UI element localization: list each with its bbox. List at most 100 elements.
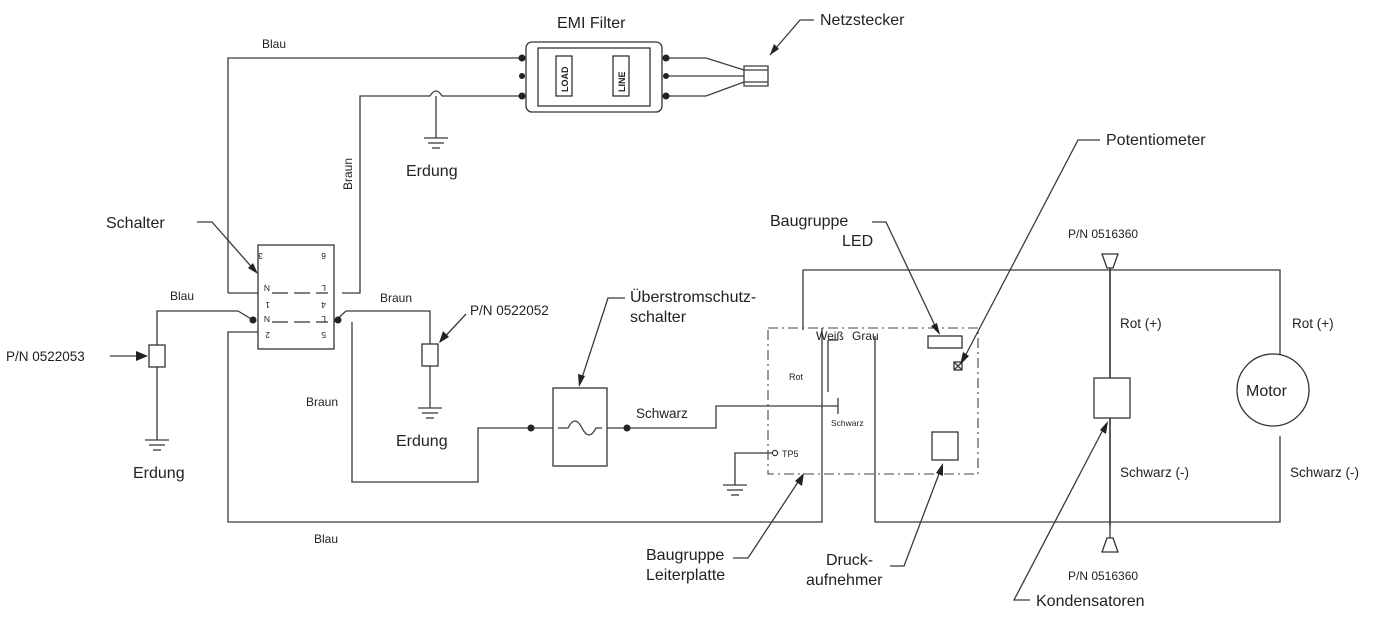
potentiometer-pointer-arrowhead	[960, 352, 969, 365]
wire-label-braun-right: Braun	[380, 291, 412, 305]
pressure-sensor-box	[931, 431, 959, 461]
switch-pin: 3	[258, 251, 263, 261]
emi-terminal	[662, 92, 670, 100]
grau-label: Grau	[852, 329, 879, 343]
wire-top-rail	[802, 269, 1281, 365]
switch-terminal	[334, 316, 342, 324]
circuit-breaker-fuse-symbol	[558, 420, 602, 436]
part-0522052: P/N 0522052	[421, 303, 549, 367]
switch-pin: 1	[265, 300, 270, 310]
emi-line-label: LINE	[617, 71, 627, 92]
breaker-pointer-line	[579, 297, 625, 385]
erdung-label-top: Erdung	[406, 163, 458, 180]
switch-pin: 5	[321, 330, 326, 340]
pcb-pointer-arrowhead	[795, 473, 804, 486]
pn-0522053-label: P/N 0522053	[6, 349, 85, 364]
wire-braun-emi	[342, 90, 522, 294]
emi-filter-title: EMI Filter	[557, 15, 626, 32]
wires	[156, 57, 1281, 526]
breaker-pointer-arrowhead	[578, 374, 585, 387]
switch-pin: N	[264, 314, 270, 324]
motor: Motor	[1236, 353, 1310, 427]
netzstecker-label: Netzstecker	[820, 12, 905, 29]
plug-pointer-arrowhead	[770, 44, 779, 55]
switch-pin: N	[264, 283, 270, 293]
switch-pin: L	[321, 283, 326, 293]
wire-blau-top	[227, 57, 522, 293]
pcb-pointer-line	[733, 475, 803, 559]
wire-tp5-ground	[734, 452, 772, 485]
schalter-pointer-arrowhead	[248, 263, 258, 274]
wire-braun-right	[333, 310, 431, 344]
wire-label-rot-motor: Rot (+)	[1292, 316, 1334, 331]
switch: 3 6 N 1 L 4 N 2 L 5 Schalter	[106, 215, 342, 350]
potentiometer-pointer-line	[961, 139, 1100, 363]
plug-pointer-line	[769, 19, 814, 56]
wire-blau-bottom	[227, 328, 823, 523]
emi-filter-body	[537, 47, 651, 107]
pn-0522052-label: P/N 0522052	[470, 303, 549, 318]
schalter-label: Schalter	[106, 215, 165, 232]
emi-terminal	[518, 92, 526, 100]
pn-0516360-top-label: P/N 0516360	[1068, 227, 1138, 241]
pcb-assembly: Weiß Grau Rot Schwarz TP5 Baugruppe Leit…	[646, 327, 979, 584]
pcb-outline	[767, 327, 979, 475]
weiss-label: Weiß	[816, 329, 844, 343]
pressure-sensor-callout: Druck- aufnehmer	[806, 463, 943, 589]
potentiometer-label: Potentiometer	[1106, 132, 1206, 149]
motor-label: Motor	[1246, 383, 1288, 400]
kondensator-pointer-line	[1012, 423, 1107, 601]
wire-label-braun-lower: Braun	[306, 395, 338, 409]
motor-circle	[1236, 353, 1310, 427]
baugruppe-led-label-2: LED	[842, 233, 873, 250]
power-plug: Netzstecker	[743, 12, 905, 87]
wire-labels: Blau Braun Blau Braun Braun Schwarz Blau…	[170, 37, 1359, 546]
ground-symbol-left	[145, 439, 169, 451]
kondensator-pointer-arrowhead	[1100, 421, 1108, 434]
ground-symbol-emi	[424, 137, 448, 149]
erdung-label-mid: Erdung	[396, 433, 448, 450]
circuit-breaker-terminal	[527, 424, 535, 432]
wire-emi-plug	[666, 57, 768, 71]
capacitors: P/N 0516360 P/N 0516360 Kondensatoren	[1012, 227, 1145, 610]
emi-terminal	[519, 73, 525, 79]
part-0522053: P/N 0522053	[6, 344, 166, 368]
led-callout: Baugruppe LED	[770, 213, 940, 335]
capacitor-box	[1093, 377, 1131, 419]
part-0522053-box	[148, 344, 166, 368]
wire-label-schwarz-motor: Schwarz (-)	[1290, 465, 1359, 480]
schwarz-small-label: Schwarz	[831, 418, 864, 428]
capacitor-top-connector	[1101, 253, 1119, 269]
wire-label-blau-top: Blau	[262, 37, 286, 51]
emi-line-box	[612, 55, 630, 97]
wire-label-rot-cap: Rot (+)	[1120, 316, 1162, 331]
pn-0516360-bottom-label: P/N 0516360	[1068, 569, 1138, 583]
led-box	[927, 335, 963, 349]
wire-schwarz	[607, 405, 838, 429]
wire-label-schwarz-cap: Schwarz (-)	[1120, 465, 1189, 480]
druck-label-2: aufnehmer	[806, 572, 883, 589]
emi-load-box	[555, 55, 573, 97]
ground-symbol-tp5	[723, 484, 747, 496]
kondensatoren-label: Kondensatoren	[1036, 593, 1145, 610]
rot-label: Rot	[789, 372, 804, 382]
emi-load-label: LOAD	[560, 66, 570, 92]
wire-braun-to-breaker	[351, 322, 553, 483]
baugruppe-led-label-1: Baugruppe	[770, 213, 848, 230]
switch-terminal	[249, 316, 257, 324]
tp5-terminal	[771, 449, 779, 457]
switch-body	[257, 244, 335, 350]
wire-label-braun-vertical: Braun	[341, 158, 355, 190]
circuit-breaker-terminal	[623, 424, 631, 432]
ueberstrom-label-1: Überstromschutz-	[630, 288, 756, 306]
ueberstrom-label-2: schalter	[630, 309, 687, 326]
switch-pin: 6	[321, 251, 326, 261]
led-pointer-line	[872, 221, 939, 333]
emi-filter: LOAD LINE EMI Filter	[518, 15, 670, 113]
capacitor-bottom-connector	[1101, 537, 1119, 553]
wire-blau-left	[156, 310, 254, 345]
emi-terminal	[663, 73, 669, 79]
circuit-breaker-box	[552, 387, 608, 467]
schalter-pointer-line	[197, 221, 257, 273]
